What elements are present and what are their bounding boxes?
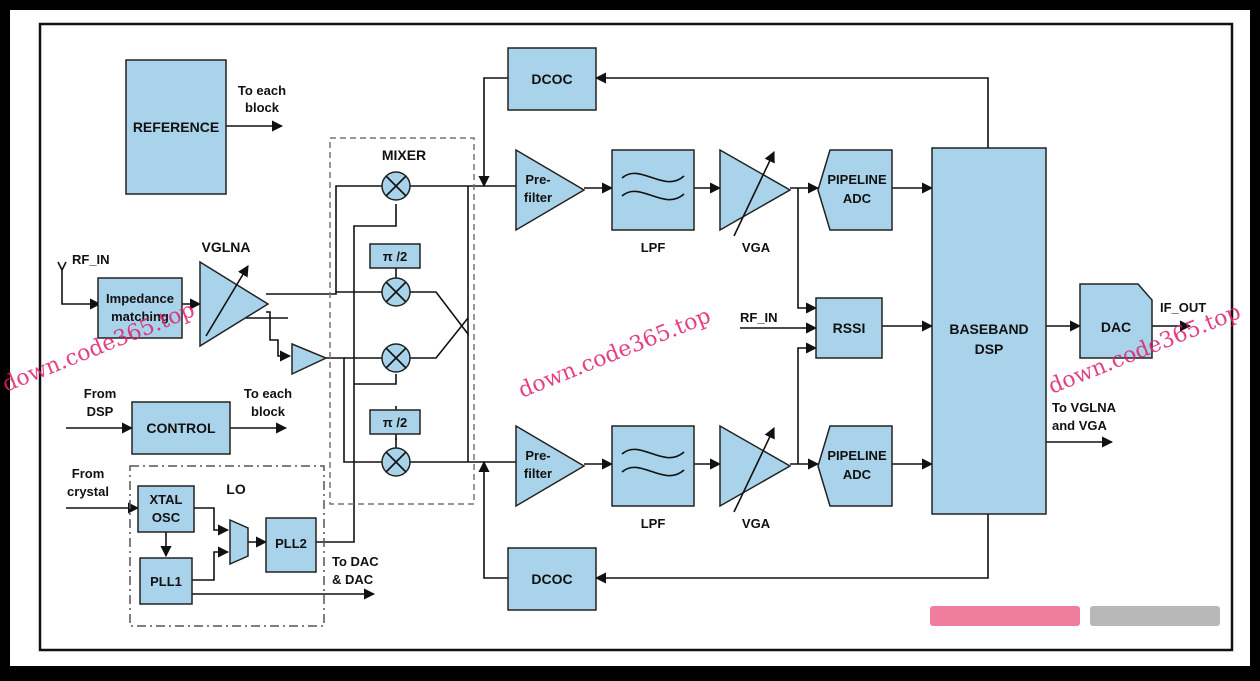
prefilter-top-line1: Pre- [525, 172, 550, 187]
impedance-label-line2: matching [111, 309, 169, 324]
reference-block [125, 59, 227, 195]
vglna-amplifier [199, 260, 270, 348]
control-block [131, 401, 231, 455]
lo-mux [229, 518, 249, 566]
from-dsp-line2: DSP [87, 404, 114, 419]
dac-label: DAC [1101, 319, 1131, 335]
to-dac-line1: To DAC [332, 554, 379, 569]
to-dac-line2: & DAC [332, 572, 374, 587]
mixer-label: MIXER [382, 147, 426, 163]
phase-shift-top-label: π /2 [383, 249, 407, 264]
from-dsp-line1: From [84, 386, 117, 401]
xtal-label-line2: OSC [152, 510, 181, 525]
from-crystal-line1: From [72, 466, 105, 481]
to-each-block-ref-2: block [245, 100, 280, 115]
pll1-block [139, 557, 193, 605]
mixer-symbols [381, 171, 411, 477]
adc-bottom-line2: ADC [843, 467, 872, 482]
mixer-group-outline [329, 137, 475, 505]
pipeline-adc-top [817, 149, 893, 231]
to-vglna-line2: and VGA [1052, 418, 1108, 433]
xtal-osc-block [137, 485, 195, 533]
impedance-label-line1: Impedance [106, 291, 174, 306]
dcoc-bottom-label: DCOC [531, 571, 572, 587]
from-crystal-line2: crystal [67, 484, 109, 499]
lo-group-outline [129, 465, 325, 627]
adc-top-line1: PIPELINE [827, 172, 887, 187]
lo-label: LO [226, 481, 246, 497]
prefilter-top-line2: filter [524, 190, 552, 205]
rssi-label: RSSI [833, 320, 866, 336]
prefilter-top [515, 148, 586, 232]
baseband-line1: BASEBAND [949, 321, 1028, 337]
dcoc-top-label: DCOC [531, 71, 572, 87]
rssi-block [815, 297, 883, 359]
to-each-block-ctrl-2: block [251, 404, 286, 419]
lpf-top-block [611, 149, 695, 231]
diagram-frame [38, 22, 1234, 652]
impedance-matching-block [97, 277, 183, 339]
reference-label: REFERENCE [133, 119, 219, 135]
rf-in-rssi-label: RF_IN [740, 310, 778, 325]
publisher-logo [930, 606, 1220, 626]
prefilter-bottom-line1: Pre- [525, 448, 550, 463]
to-vglna-line1: To VGLNA [1052, 400, 1117, 415]
adc-bottom-line1: PIPELINE [827, 448, 887, 463]
if-out-label: IF_OUT [1160, 300, 1206, 315]
lpf-top-wave-2 [621, 190, 685, 201]
vglna-label: VGLNA [202, 239, 251, 255]
lpf-top-wave-1 [621, 172, 685, 183]
xtal-label-line1: XTAL [150, 492, 183, 507]
vga-top-amplifier [719, 148, 792, 232]
vga-bottom-amplifier [719, 424, 792, 508]
phase-shift-bottom-label: π /2 [383, 415, 407, 430]
pll2-block [265, 517, 317, 573]
vga-bottom-label: VGA [742, 516, 771, 531]
prefilter-bottom-line2: filter [524, 466, 552, 481]
signal-labels: To each block RF_IN From DSP To each blo… [67, 83, 1206, 587]
phase-shift-bottom [369, 409, 421, 435]
dcoc-top-block [507, 47, 597, 111]
dcoc-bottom-block [507, 547, 597, 611]
lpf-bottom-wave-1 [621, 448, 685, 459]
lpf-bottom-block [611, 425, 695, 507]
to-each-block-ctrl-1: To each [244, 386, 292, 401]
baseband-line2: DSP [975, 341, 1004, 357]
vga-top-label: VGA [742, 240, 771, 255]
lpf-bottom-wave-2 [621, 466, 685, 477]
prefilter-bottom [515, 424, 586, 508]
to-each-block-ref-1: To each [238, 83, 286, 98]
pll2-label: PLL2 [275, 536, 307, 551]
pll1-label: PLL1 [150, 574, 182, 589]
pipeline-adc-bottom [817, 425, 893, 507]
baseband-dsp-block [931, 147, 1047, 515]
lpf-bottom-label: LPF [641, 516, 666, 531]
dac-block [1079, 283, 1153, 359]
control-label: CONTROL [146, 420, 216, 436]
rf-in-left-label: RF_IN [72, 252, 110, 267]
phase-shift-top [369, 243, 421, 269]
wires [57, 72, 1192, 600]
adc-top-line2: ADC [843, 191, 872, 206]
lpf-top-label: LPF [641, 240, 666, 255]
lo-buffer-amplifier [291, 342, 328, 376]
